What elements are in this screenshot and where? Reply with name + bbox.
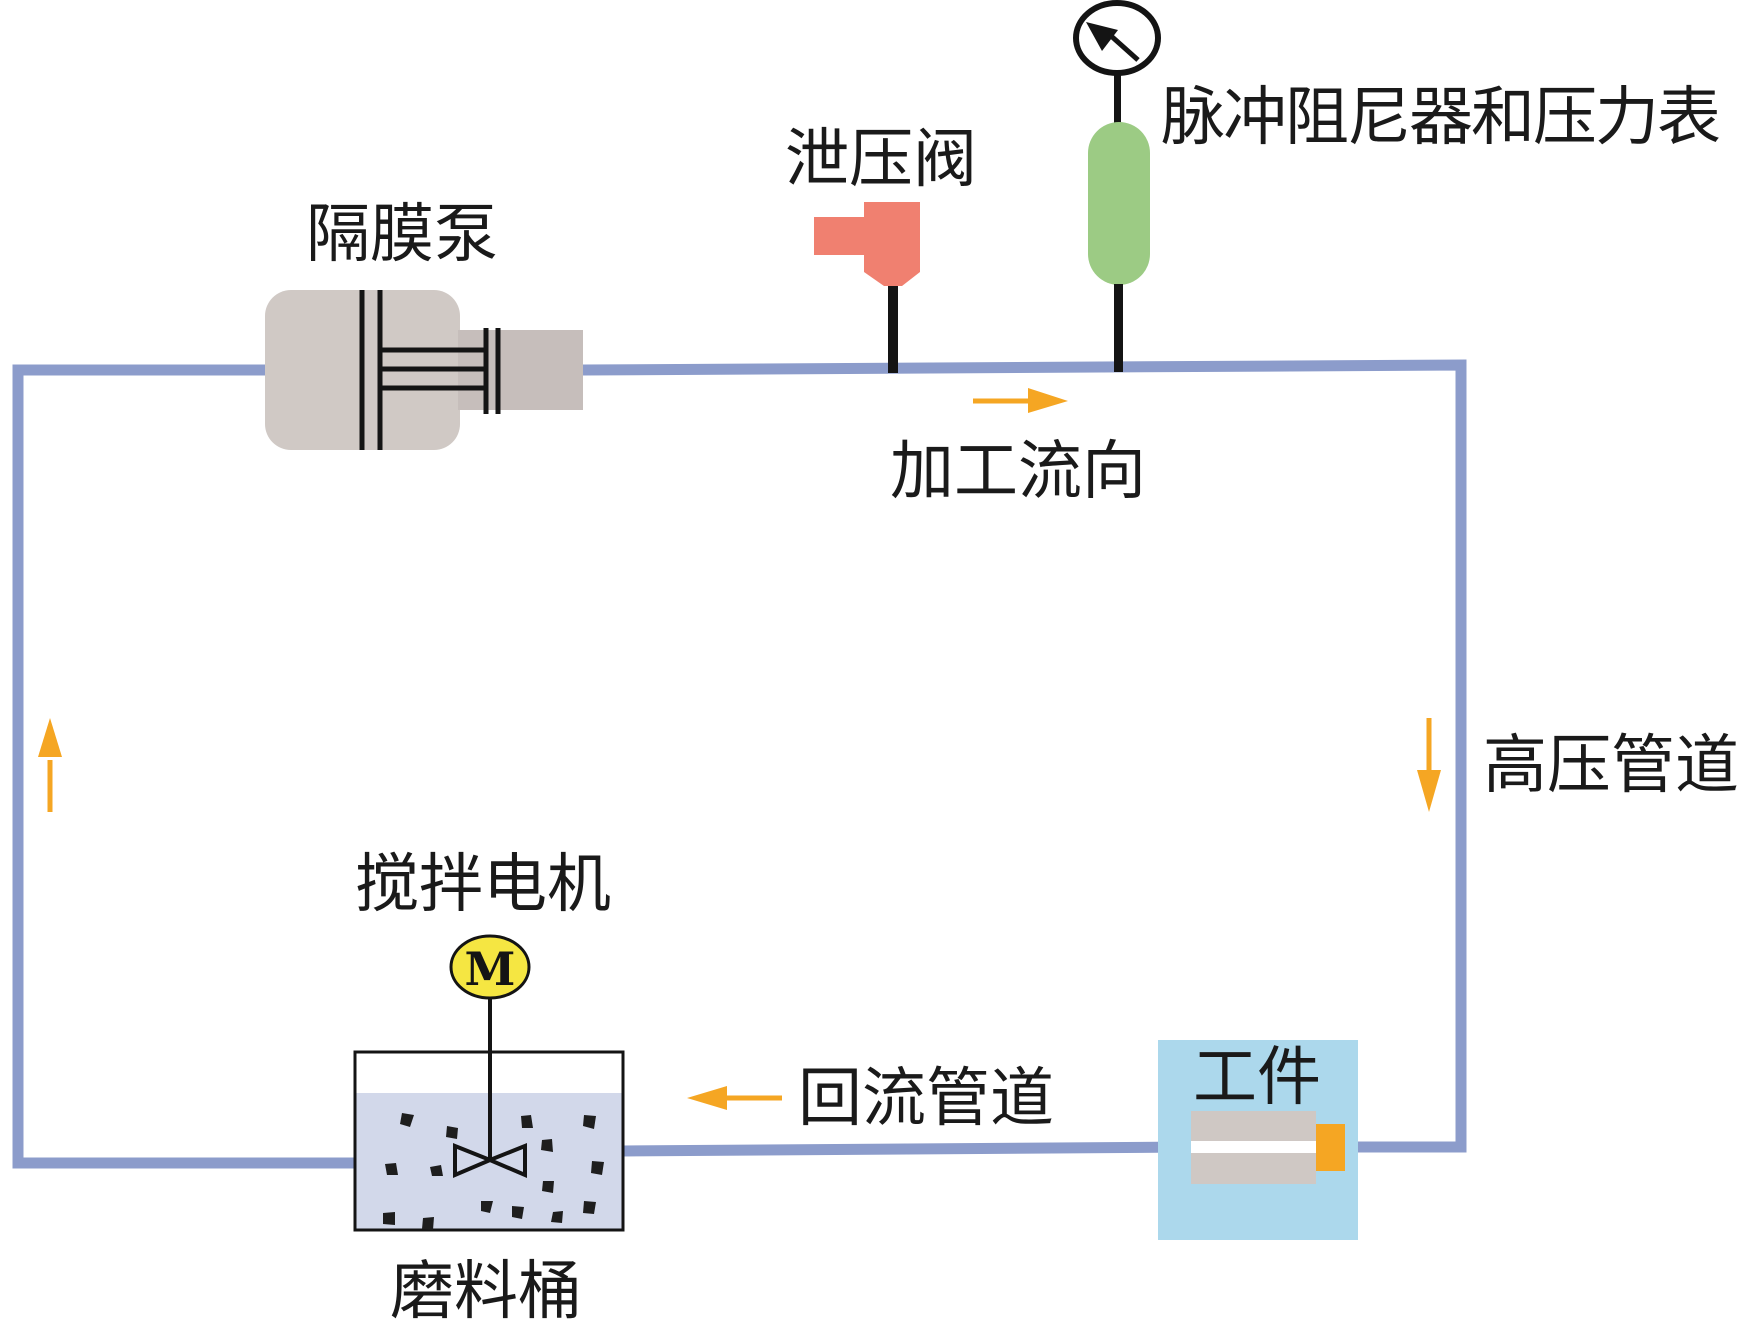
gauge-needle-icon — [1086, 22, 1118, 51]
workpiece-cap — [1316, 1124, 1345, 1171]
arrow-left-icon — [687, 1086, 782, 1110]
relief-valve[interactable] — [814, 202, 920, 373]
label-workpiece: 工件 — [1193, 1041, 1321, 1115]
label-flow-direction: 加工流向 — [890, 435, 1146, 509]
valve-body — [864, 202, 920, 286]
label-return-pipe: 回流管道 — [798, 1062, 1054, 1136]
label-stirring-motor: 搅拌电机 — [355, 848, 611, 922]
pulse-damper-gauge[interactable] — [1073, 0, 1161, 372]
label-pulse-damper-gauge: 脉冲阻尼器和压力表 — [1161, 81, 1721, 155]
motor-symbol: M — [465, 942, 516, 996]
impeller-icon — [453, 1143, 527, 1179]
arrow-right-icon — [973, 388, 1068, 413]
workpiece-bore — [1191, 1141, 1316, 1153]
label-diaphragm-pump: 隔膜泵 — [306, 198, 498, 272]
top-pipe-left — [12, 364, 355, 1169]
top-pipe-right — [582, 359, 1467, 1153]
flow-arrows — [38, 388, 1441, 1110]
pipe-loop — [12, 359, 1467, 1169]
label-high-pressure-pipe: 高压管道 — [1483, 729, 1739, 803]
valve-stem — [888, 286, 898, 373]
return-pipe — [622, 1141, 1191, 1157]
stirring-motor[interactable]: M — [449, 934, 531, 1000]
label-relief-valve: 泄压阀 — [785, 123, 977, 197]
abrasive-tank[interactable] — [353, 998, 625, 1232]
arrow-down-icon — [1417, 718, 1441, 812]
damper-body — [1088, 122, 1150, 285]
label-abrasive-tank: 磨料桶 — [390, 1255, 582, 1329]
arrow-up-icon — [38, 718, 62, 812]
workpiece[interactable] — [1158, 1040, 1358, 1240]
valve-side-port — [814, 217, 866, 255]
abrasive-particles — [383, 1113, 604, 1230]
diaphragm-pump[interactable] — [265, 290, 583, 450]
